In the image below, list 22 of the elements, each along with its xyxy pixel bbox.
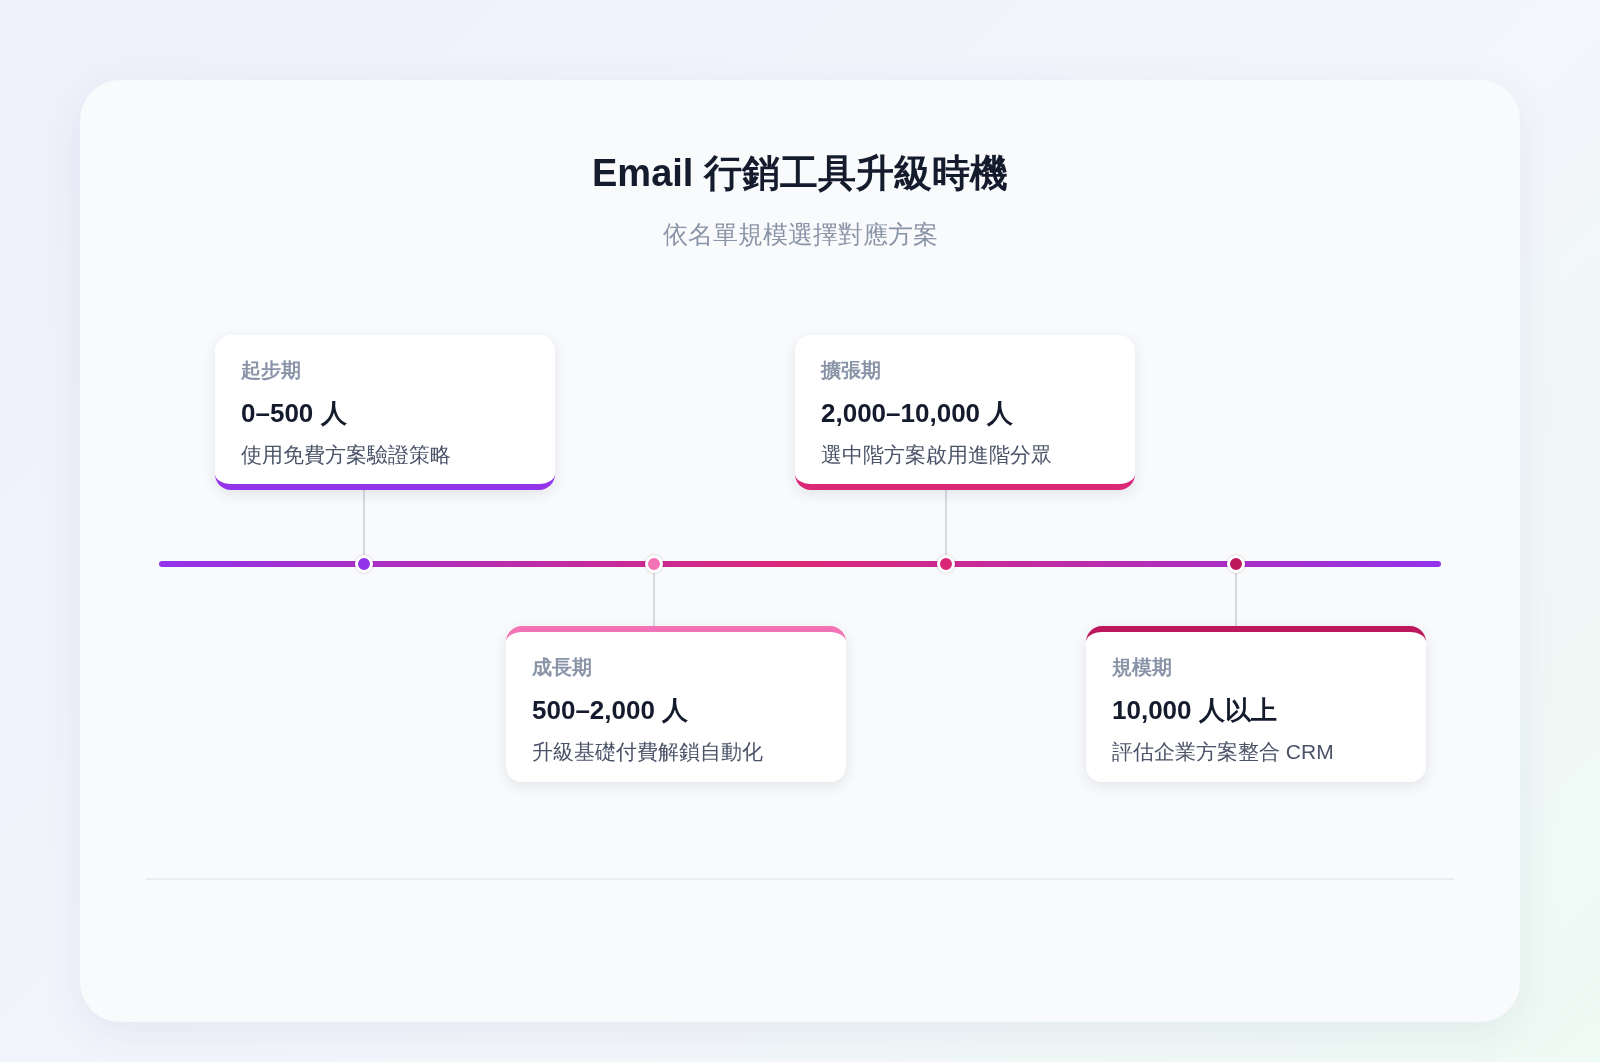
range-text: 500–2,000 人 [532, 694, 690, 727]
range-text: 10,000 人以上 [1112, 694, 1278, 727]
stage-label: 擴張期 [821, 358, 882, 383]
description-text: 升級基礎付費解鎖自動化 [532, 739, 764, 765]
range-text: 2,000–10,000 人 [821, 397, 1015, 430]
range-text: 0–500 人 [241, 397, 348, 430]
subtitle: 依名單規模選擇對應方案 [661, 219, 939, 250]
stage-card [215, 335, 555, 490]
title: Email 行銷工具升級時機 [591, 151, 1009, 196]
stage-label: 規模期 [1112, 655, 1173, 680]
connector-line [363, 489, 365, 556]
connector-line [945, 489, 947, 556]
description-text: 使用免費方案驗證策略 [241, 442, 452, 468]
stage-card [1086, 626, 1426, 782]
connector-line [653, 572, 655, 627]
stage-card [795, 335, 1135, 490]
connector-line [1235, 572, 1237, 627]
stage-card [506, 626, 846, 782]
stage-label: 起步期 [241, 358, 302, 383]
description-text: 選中階方案啟用進階分眾 [821, 442, 1053, 468]
stage-label: 成長期 [532, 655, 593, 680]
description-text: 評估企業方案整合 CRM [1112, 739, 1335, 765]
